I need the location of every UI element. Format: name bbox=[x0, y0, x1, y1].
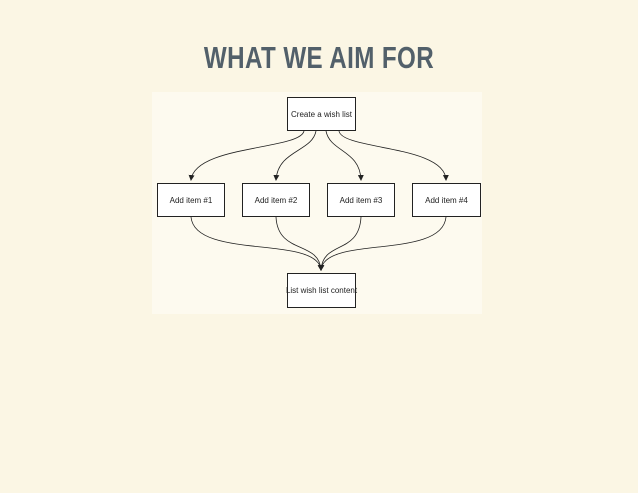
node-list-wish-list-content: List wish list content bbox=[286, 273, 357, 308]
node-add-item-1: Add item #1 bbox=[157, 183, 225, 217]
node-create-wish-list: Create a wish list bbox=[287, 97, 356, 131]
slide-title: WHAT WE AIM FOR bbox=[203, 40, 435, 75]
node-add-item-2: Add item #2 bbox=[242, 183, 310, 217]
node-add-item-4: Add item #4 bbox=[412, 183, 481, 217]
node-add-item-3: Add item #3 bbox=[327, 183, 395, 217]
